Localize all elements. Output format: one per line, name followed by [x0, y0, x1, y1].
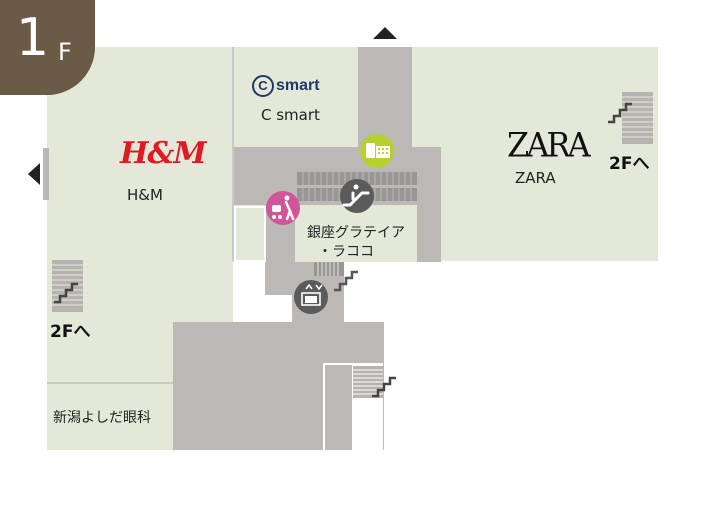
- clinic-area[interactable]: [47, 383, 173, 450]
- stairs-small: [314, 262, 344, 276]
- zara-logo: ZARA: [507, 125, 591, 165]
- floor-badge: 1 F: [0, 0, 95, 95]
- west-entrance[interactable]: [28, 148, 49, 200]
- elevator-icon[interactable]: [294, 280, 328, 314]
- ginza-label-line2: ・ラココ: [318, 244, 374, 260]
- up-arrow-icon: [373, 27, 397, 39]
- zara-label: ZARA: [515, 169, 556, 187]
- floor-number: 1: [16, 8, 50, 68]
- hm-label: H&M: [127, 186, 163, 204]
- ginza-area[interactable]: [295, 205, 417, 262]
- atm-icon[interactable]: [360, 134, 394, 168]
- stairs-south[interactable]: [353, 366, 396, 398]
- stairs-landing: [325, 365, 352, 450]
- csmart-label: C smart: [261, 106, 320, 124]
- ginza-label-line1: 銀座グラテイア: [307, 225, 405, 241]
- csmart-logo-word: smart: [276, 77, 320, 94]
- clinic-label: 新潟よしだ眼科: [53, 410, 151, 426]
- corridor-north: [358, 47, 412, 147]
- stairs-icon: [54, 282, 78, 304]
- floor-letter: F: [58, 38, 72, 66]
- left-arrow-icon: [28, 163, 40, 185]
- zara-area[interactable]: [412, 47, 658, 261]
- north-entrance[interactable]: [358, 27, 412, 47]
- stairs-left[interactable]: [52, 260, 83, 312]
- stairs-icon: [334, 270, 358, 292]
- stairs-icon: [372, 376, 396, 398]
- escalator-stripes: [297, 172, 417, 201]
- inner-divider: [234, 206, 266, 262]
- stairs-right-label: 2Fへ: [609, 154, 650, 174]
- stairs-left-label: 2Fへ: [50, 322, 91, 342]
- csmart-logo-mark: C: [252, 75, 274, 97]
- stairs-icon: [608, 102, 632, 124]
- corridor-east: [417, 147, 441, 262]
- csmart-area[interactable]: [233, 47, 358, 147]
- hm-logo: H&M: [120, 136, 207, 171]
- stairs-right[interactable]: [608, 92, 653, 144]
- escalator-icon[interactable]: [340, 179, 374, 213]
- baby-stroller-icon[interactable]: [266, 191, 300, 225]
